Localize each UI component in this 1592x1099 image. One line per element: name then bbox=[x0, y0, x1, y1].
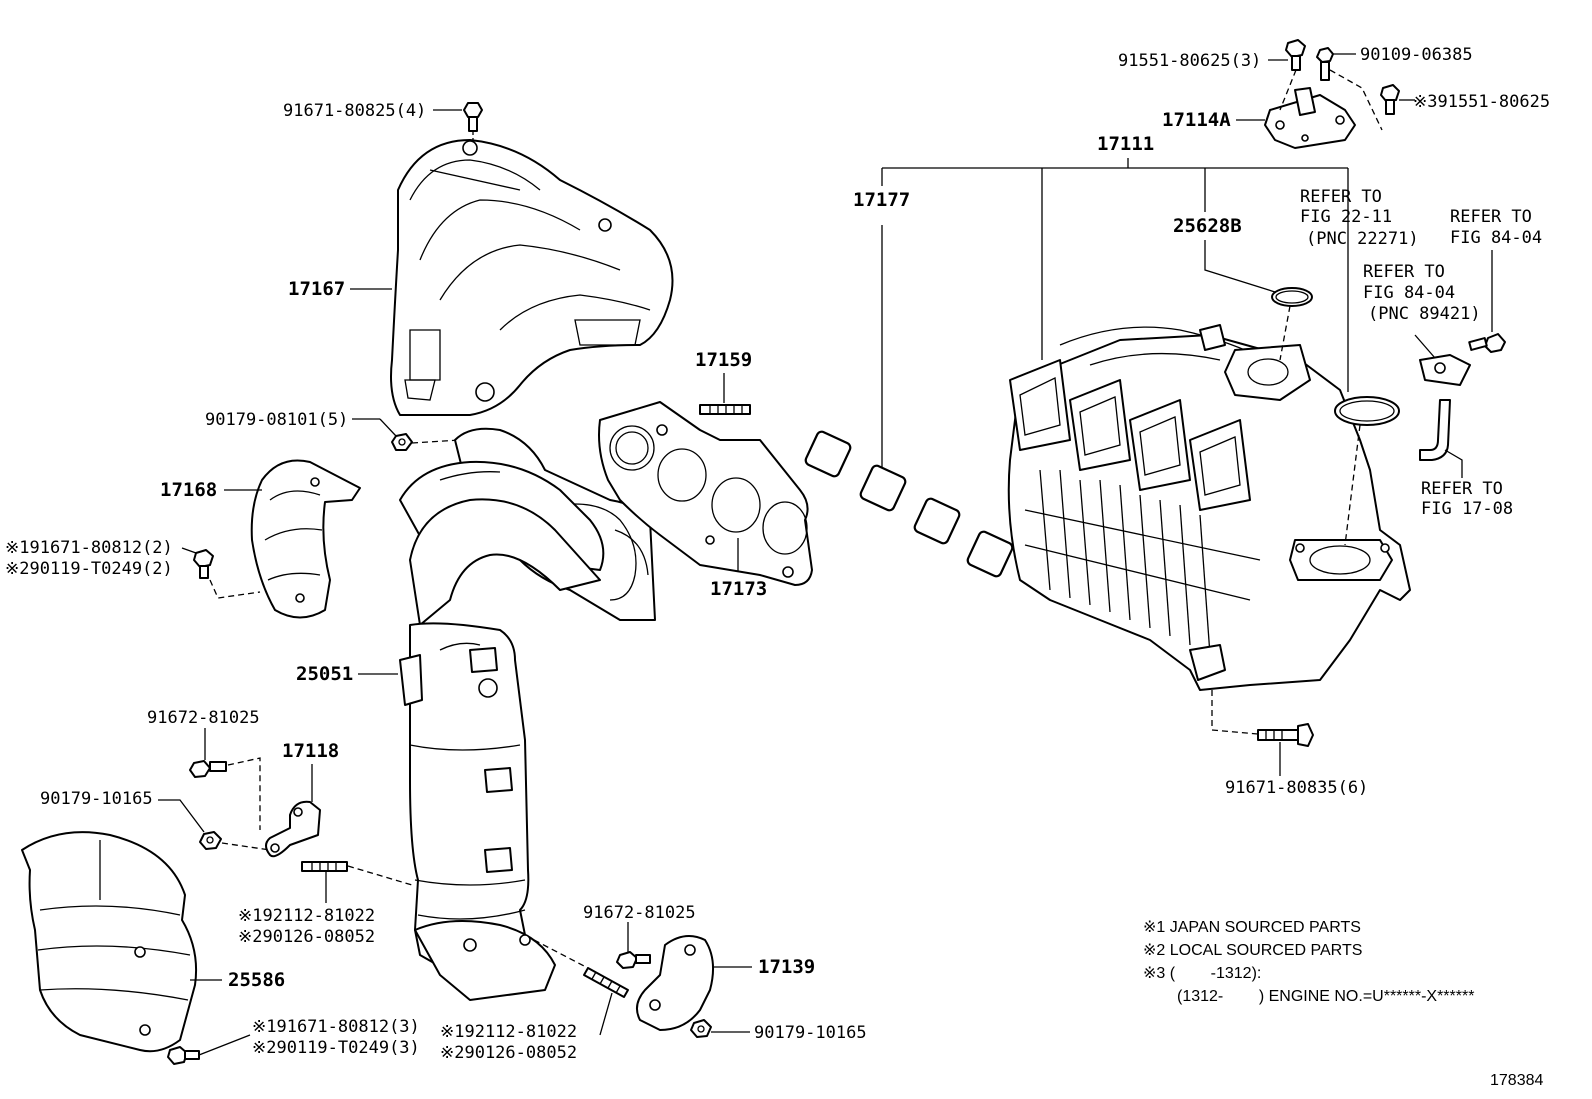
note-engine-range: ※3 ( -1312): bbox=[1143, 965, 1261, 982]
label-17168: 17168 bbox=[160, 479, 217, 501]
label-91672-81025-right: 91672-81025 bbox=[583, 903, 696, 923]
intake-manifold-17111 bbox=[1007, 324, 1411, 691]
label-17177: 17177 bbox=[853, 189, 910, 211]
figure-id: 178384 bbox=[1490, 1072, 1543, 1089]
hose-17-08-icon bbox=[1419, 399, 1451, 461]
heat-insulator-17168 bbox=[250, 459, 361, 619]
bolt-91671-80812-3-icon bbox=[167, 1046, 200, 1065]
refer-84-04-b-line1: REFER TO bbox=[1363, 262, 1445, 282]
label-92112-81022-right: ※192112-81022 bbox=[440, 1022, 577, 1042]
exhaust-manifold-25051 bbox=[399, 427, 656, 1001]
refer-84-04-a-line1: REFER TO bbox=[1450, 207, 1532, 227]
label-91671-80812-3: ※191671-80812(3) bbox=[252, 1017, 420, 1037]
label-25051: 25051 bbox=[296, 663, 353, 685]
bolt-91551-80625-note3-icon bbox=[1380, 84, 1400, 115]
label-91551-80625-3: 91551-80625(3) bbox=[1118, 51, 1261, 71]
refer-17-08-line2: FIG 17-08 bbox=[1421, 499, 1513, 519]
gasket-17173 bbox=[598, 401, 813, 586]
label-90126-08052-right: ※290126-08052 bbox=[440, 1043, 577, 1063]
bolt-91671-80825-icon bbox=[463, 102, 483, 140]
intake-gaskets-17177 bbox=[804, 430, 1014, 578]
bracket-17118 bbox=[265, 800, 321, 858]
bolt-91551-80625-3-icon bbox=[1285, 39, 1306, 71]
o-ring-throttle bbox=[1334, 396, 1400, 426]
label-90179-10165-right: 90179-10165 bbox=[754, 1023, 867, 1043]
refer-22-11-line2: FIG 22-11 bbox=[1300, 207, 1392, 227]
refer-84-04-a-line2: FIG 84-04 bbox=[1450, 228, 1542, 248]
bolt-91671-80835-icon bbox=[1257, 723, 1314, 747]
label-91551-80625-note3: ※391551-80625 bbox=[1413, 92, 1550, 112]
label-25628B: 25628B bbox=[1173, 215, 1242, 237]
label-17167: 17167 bbox=[288, 278, 345, 300]
refer-22-11-line1: REFER TO bbox=[1300, 187, 1382, 207]
bolt-91671-80812-icon bbox=[193, 549, 214, 579]
note-engine-number: (1312- ) ENGINE NO.=U******-X****** bbox=[1177, 988, 1474, 1005]
refer-22-11-line3: (PNC 22271) bbox=[1306, 229, 1419, 249]
label-91671-80825-4: 91671-80825(4) bbox=[283, 101, 426, 121]
refer-84-04-b-line2: FIG 84-04 bbox=[1363, 283, 1455, 303]
label-91671-80835-6: 91671-80835(6) bbox=[1225, 778, 1368, 798]
nut-90179-08101-icon bbox=[391, 433, 413, 451]
refer-84-04-b-line3: (PNC 89421) bbox=[1368, 304, 1481, 324]
stud-92112-81022-left-icon bbox=[301, 861, 348, 872]
label-90109-06385: 90109-06385 bbox=[1360, 45, 1473, 65]
label-90179-08101-5: 90179-08101(5) bbox=[205, 410, 348, 430]
label-17159: 17159 bbox=[695, 349, 752, 371]
note-japan-sourced: ※1 JAPAN SOURCED PARTS bbox=[1143, 919, 1361, 936]
label-17139: 17139 bbox=[758, 956, 815, 978]
stud-17159-icon bbox=[699, 404, 751, 415]
note-local-sourced: ※2 LOCAL SOURCED PARTS bbox=[1143, 942, 1362, 959]
heat-insulator-17167 bbox=[390, 139, 674, 416]
bolt-90109-06385-icon bbox=[1316, 47, 1334, 81]
label-17114A: 17114A bbox=[1162, 109, 1231, 131]
bolt-91672-81025-left-icon bbox=[189, 760, 227, 778]
heat-insulator-25586 bbox=[21, 831, 198, 1053]
nut-90179-10165-right-icon bbox=[690, 1019, 712, 1038]
label-90126-08052-left: ※290126-08052 bbox=[238, 927, 375, 947]
label-90179-10165-left: 90179-10165 bbox=[40, 789, 153, 809]
label-90119-T0249-3: ※290119-T0249(3) bbox=[252, 1038, 420, 1058]
label-92112-81022-left: ※192112-81022 bbox=[238, 906, 375, 926]
bracket-17139 bbox=[635, 935, 715, 1031]
label-17173: 17173 bbox=[710, 578, 767, 600]
bolt-91672-81025-right-icon bbox=[616, 951, 651, 969]
label-91672-81025-left: 91672-81025 bbox=[147, 708, 260, 728]
label-91671-80812-2: ※191671-80812(2) bbox=[5, 538, 173, 558]
o-ring-25628B bbox=[1271, 287, 1313, 307]
cover-17114A bbox=[1264, 87, 1356, 149]
label-17118: 17118 bbox=[282, 740, 339, 762]
nut-90179-10165-left-icon bbox=[199, 831, 222, 850]
sensor-89421-icon bbox=[1419, 333, 1506, 386]
label-25586: 25586 bbox=[228, 969, 285, 991]
label-17111: 17111 bbox=[1097, 133, 1154, 155]
stud-92112-81022-right-icon bbox=[583, 967, 629, 998]
refer-17-08-line1: REFER TO bbox=[1421, 479, 1503, 499]
label-90119-T0249-2: ※290119-T0249(2) bbox=[5, 559, 173, 579]
